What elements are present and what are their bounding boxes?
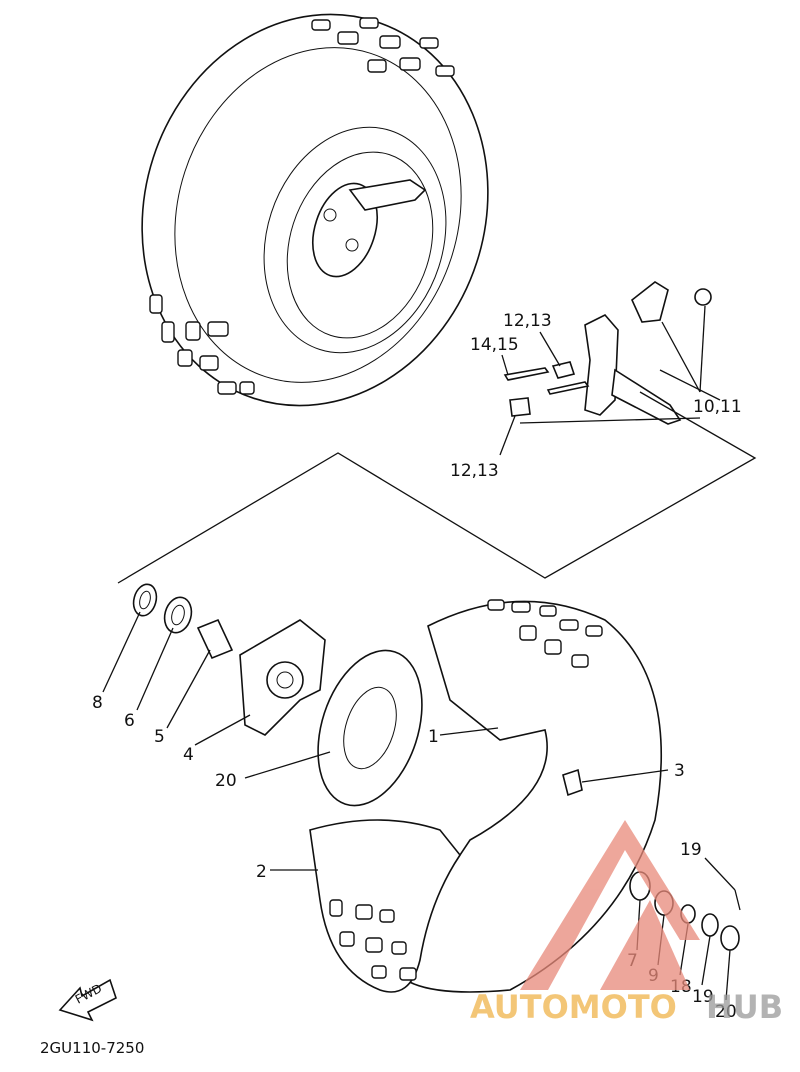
watermark-text-right: HUB	[706, 988, 783, 1026]
callout-5: 5	[154, 727, 165, 747]
callout-19: 19	[680, 840, 702, 860]
watermark-text-left: AUTOMOTO	[470, 988, 677, 1026]
tread-pattern-top	[149, 17, 455, 395]
callout-12-13-top: 12,13	[503, 311, 552, 331]
callout-20: 20	[215, 771, 237, 791]
callout-8: 8	[92, 693, 103, 713]
part-code: 2GU110-7250	[40, 1039, 144, 1057]
fwd-arrow: FWD	[58, 978, 117, 1022]
callout-6: 6	[124, 711, 135, 731]
callout-2: 2	[256, 862, 267, 882]
callout-3: 3	[674, 761, 685, 781]
callout-4: 4	[183, 745, 194, 765]
callout-10-11: 10,11	[693, 397, 742, 417]
callout-1: 1	[428, 727, 439, 747]
callout-14-15: 14,15	[470, 335, 519, 355]
leader-lines	[102, 305, 736, 1001]
watermark-logo: AUTOMOTO HUB	[470, 820, 783, 1026]
callout-17: 19	[692, 987, 714, 1007]
callout-18: 20	[715, 1002, 737, 1022]
steering-knuckle	[503, 281, 712, 425]
tread-pattern-bottom	[329, 599, 603, 981]
assembly-lines	[117, 369, 757, 584]
callout-12-13-bottom: 12,13	[450, 461, 499, 481]
assembled-wheel	[141, 13, 489, 407]
